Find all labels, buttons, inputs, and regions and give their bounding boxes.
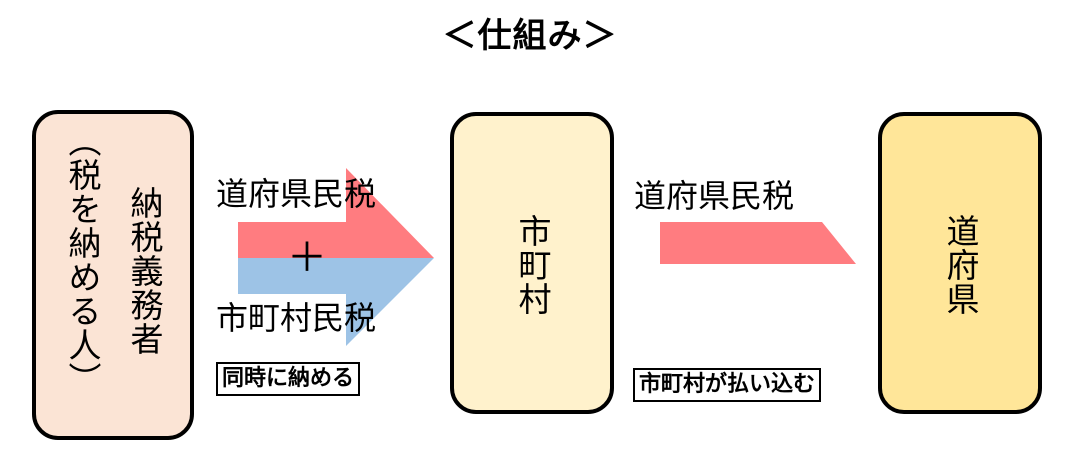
- prefectural-tax-label: 道府県民税: [216, 175, 377, 213]
- taxpayer-box: 納税義務者 （税を納める人）: [32, 110, 194, 440]
- taxpayer-main-label: 納税義務者: [125, 186, 164, 356]
- taxpayer-sub-label: （税を納める人）: [63, 124, 102, 396]
- municipal-tax-label: 市町村民税: [216, 299, 377, 337]
- municipality-label: 市町村: [513, 214, 552, 316]
- pay-simultaneously-note: 同時に納める: [216, 362, 361, 397]
- combined-tax-arrow: [238, 168, 434, 346]
- diagram-title: ＜仕組み＞: [442, 16, 618, 56]
- municipality-box: 市町村: [450, 112, 614, 414]
- plus-sign: ＋: [287, 235, 327, 281]
- prefecture-box: 道府県: [878, 112, 1042, 414]
- prefectural-tax-transfer-arrow: [660, 222, 856, 264]
- municipality-pays-note: 市町村が払い込む: [633, 368, 822, 403]
- transfer-tax-label: 道府県民税: [634, 177, 795, 215]
- municipal-tax-arrow-half: [238, 258, 434, 346]
- prefecture-label: 道府県: [941, 214, 980, 316]
- prefectural-tax-arrow-half: [238, 168, 434, 258]
